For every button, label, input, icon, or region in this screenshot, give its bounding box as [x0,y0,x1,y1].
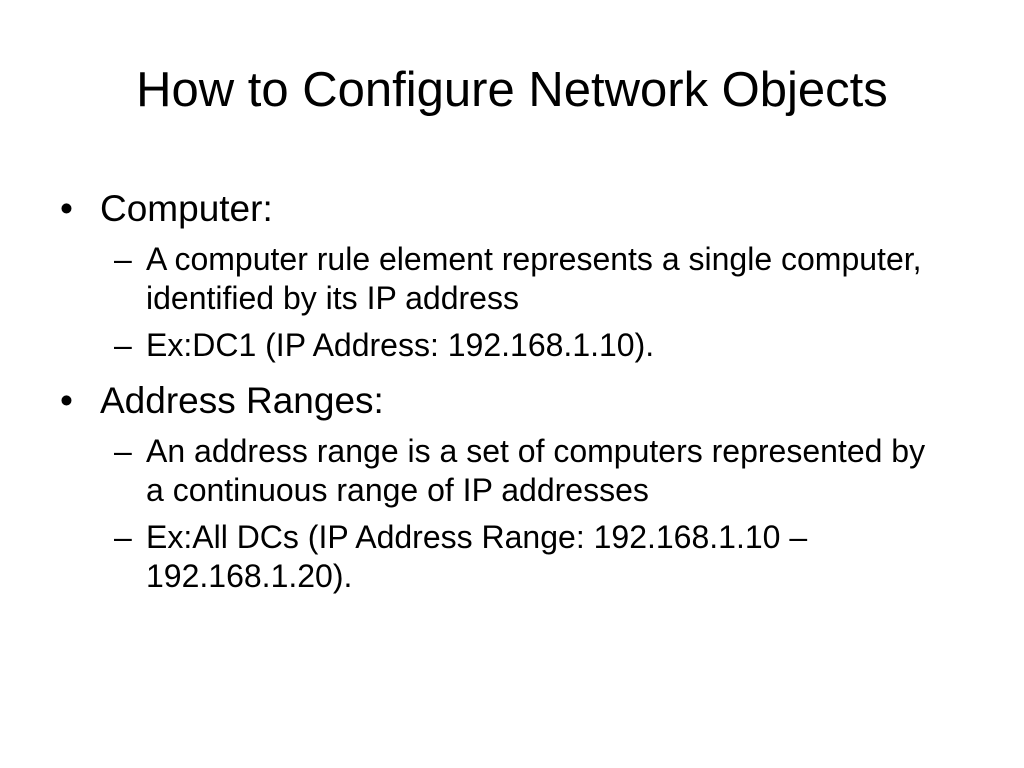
sub-bullet-text: An address range is a set of computers r… [146,433,926,508]
sub-bullet-text: Ex:DC1 (IP Address: 192.168.1.10). [146,327,655,363]
sub-bullet: – Ex:DC1 (IP Address: 192.168.1.10). [60,326,960,365]
sub-bullet-text: A computer rule element represents a sin… [146,241,922,316]
sub-bullet: – A computer rule element represents a s… [60,240,960,318]
bullet-glyph: • [60,188,73,229]
dash-glyph: – [114,433,132,469]
sub-bullet: – An address range is a set of computers… [60,432,960,510]
bullet-heading: Address Ranges: [100,380,384,421]
sub-bullet: – Ex:All DCs (IP Address Range: 192.168.… [60,518,960,596]
slide-title: How to Configure Network Objects [136,63,888,117]
dash-glyph: – [114,241,132,277]
bullet-heading: Computer: [100,188,273,229]
dash-glyph: – [114,519,132,555]
bullet-address-ranges: • Address Ranges: [60,378,960,424]
bullet-computer: • Computer: [60,186,960,232]
sub-bullet-text: Ex:All DCs (IP Address Range: 192.168.1.… [146,519,808,594]
bullet-glyph: • [60,380,73,421]
dash-glyph: – [114,327,132,363]
slide-body: • Computer: – A computer rule element re… [60,186,960,596]
